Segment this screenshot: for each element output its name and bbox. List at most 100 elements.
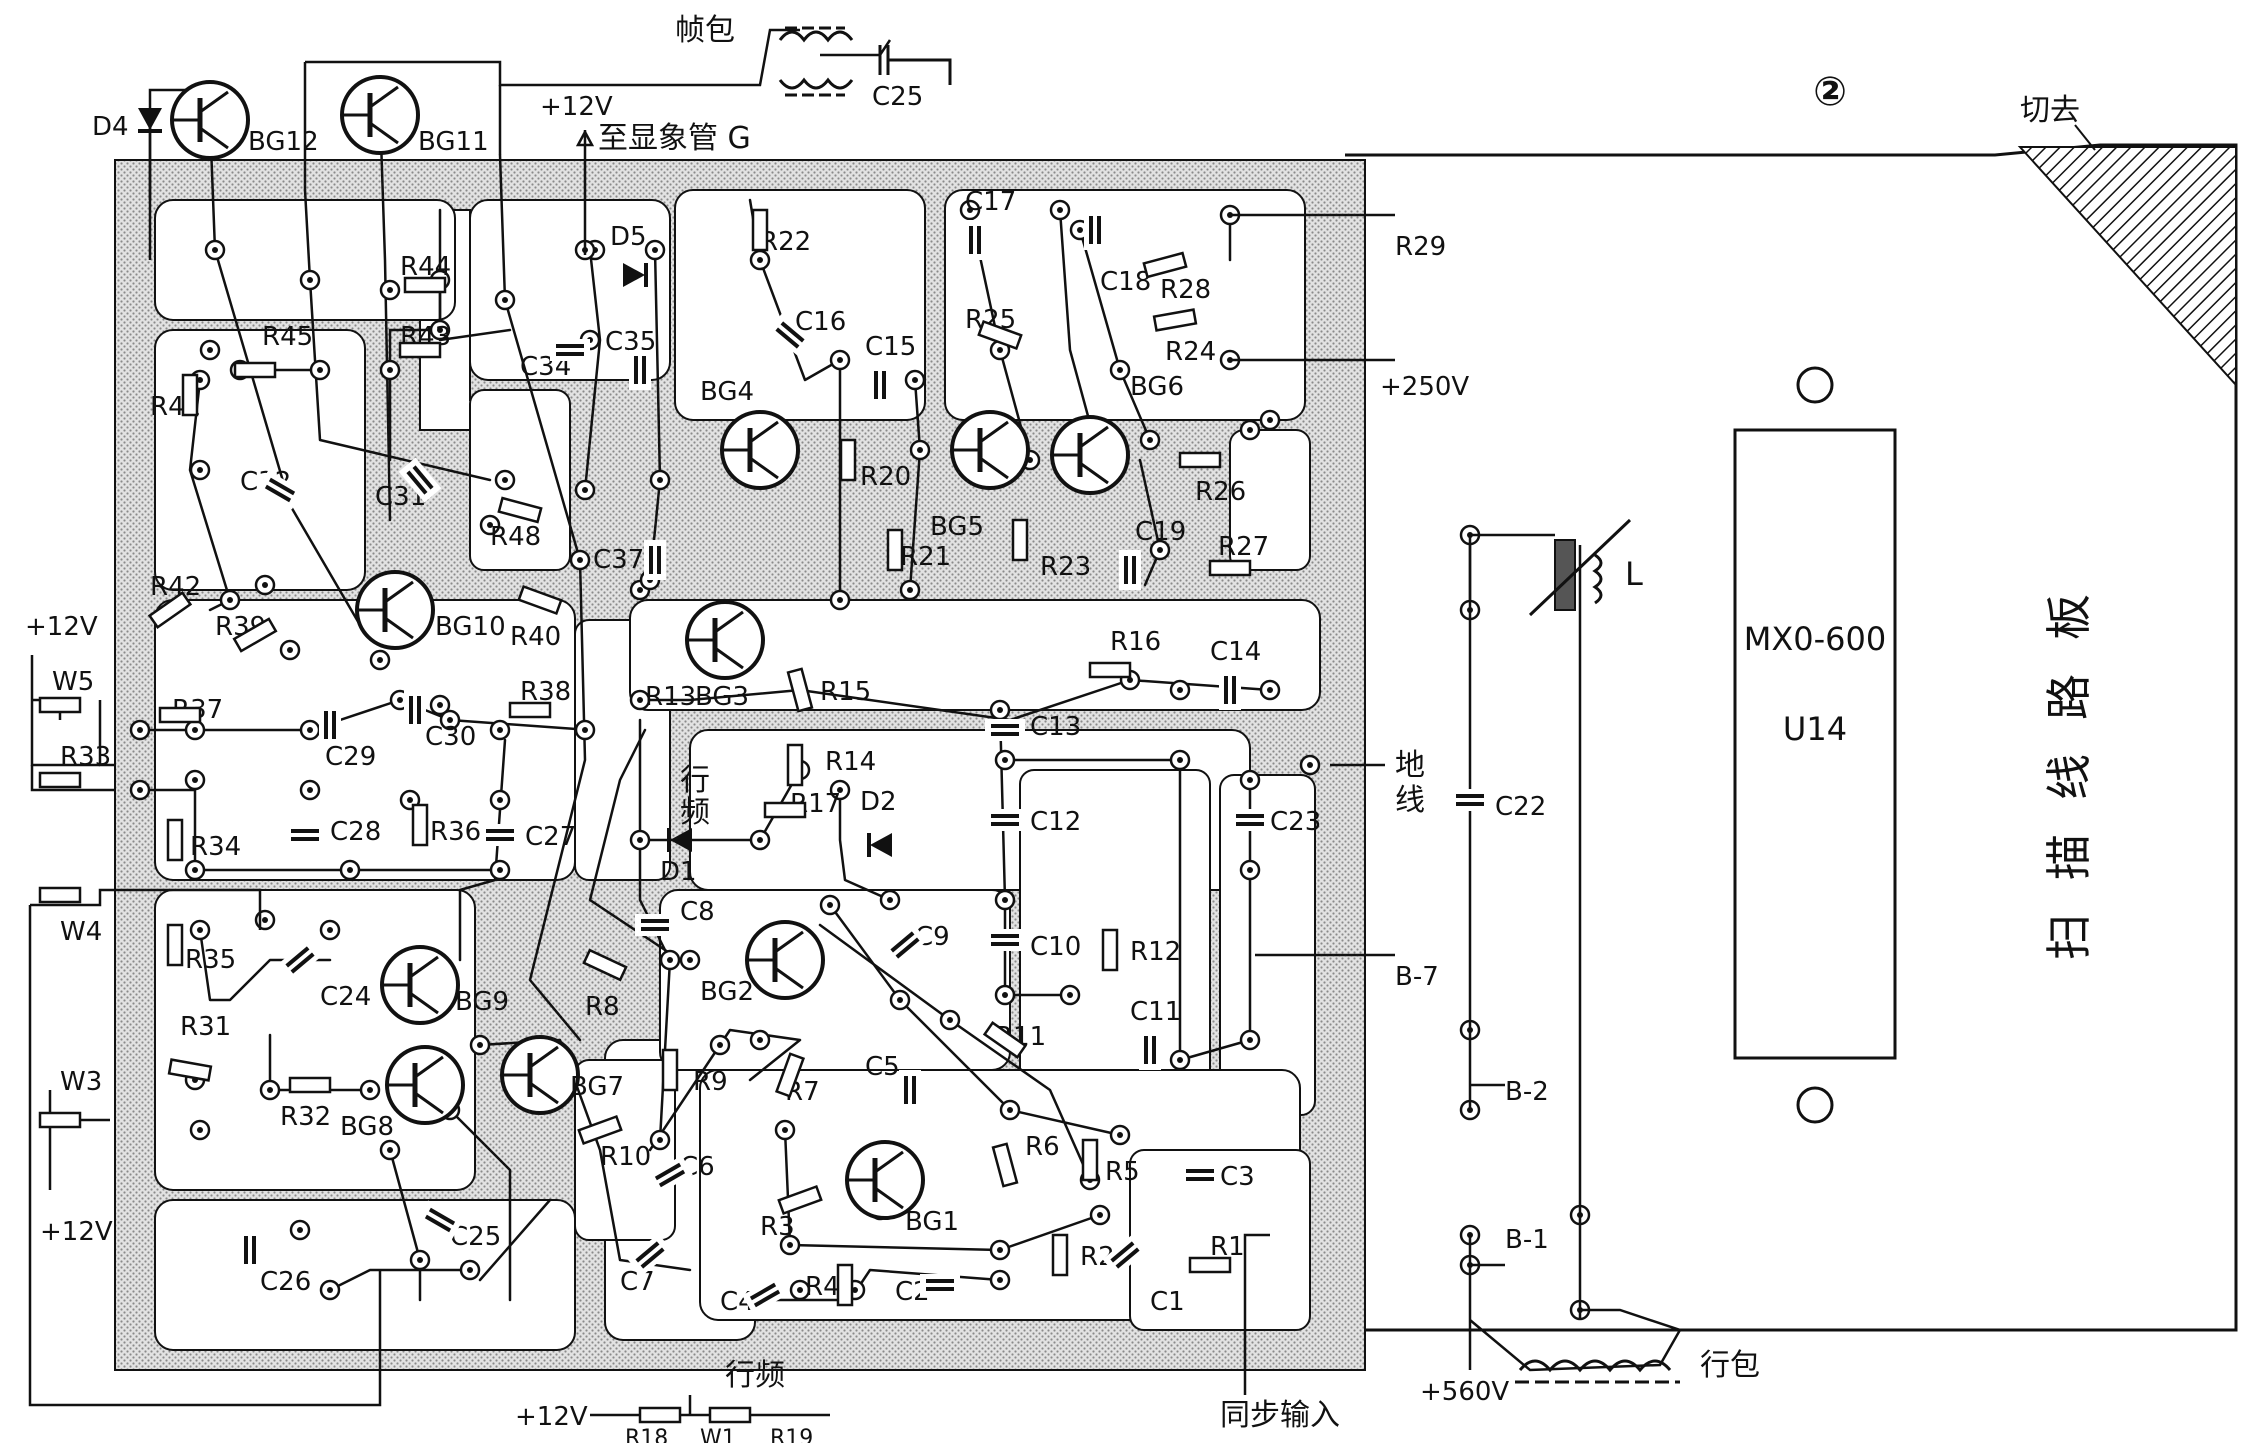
label-capacitors-c22: C22: [1495, 792, 1546, 822]
transistor-bg1: [845, 1140, 925, 1220]
pad-48: [409, 1249, 431, 1271]
label-side_labels-line_coil: 行包: [1700, 1348, 1760, 1383]
resistor-body-44: [38, 696, 82, 714]
pad-104: [779, 1234, 801, 1256]
resistor-body-7: [497, 496, 543, 524]
label-resistors-r23: R23: [1040, 552, 1091, 582]
label-resistors-r40: R40: [510, 622, 561, 652]
transistor-bg7: [500, 1035, 580, 1115]
label-resistors-r10: R10: [600, 1142, 651, 1172]
label-capacitors-c15: C15: [865, 332, 916, 362]
resistor-body-45: [38, 886, 82, 904]
label-transistors-bg9: BG9: [455, 987, 509, 1017]
label-capacitors-c37: C37: [593, 545, 644, 575]
resistor-body-20: [1011, 518, 1029, 562]
capacitor-plates-3: [257, 470, 303, 510]
resistor-body-15: [167, 1058, 213, 1082]
resistor-body-12: [166, 818, 184, 862]
resistor-body-11: [38, 771, 82, 789]
svg-text:描: 描: [2042, 834, 2096, 880]
capacitor-plates-28: [920, 1274, 960, 1296]
pad-77: [1259, 409, 1281, 431]
resistor-body-9: [508, 701, 552, 719]
resistor-body-32: [582, 948, 628, 982]
module-name: MX0-600: [1744, 620, 1887, 658]
pad-66: [959, 199, 981, 221]
label-side_labels-plus560: +560V: [1420, 1377, 1509, 1407]
label-capacitors-c1: C1: [1150, 1287, 1185, 1317]
capacitor-plates-9: [1084, 210, 1106, 250]
resistor-body-13: [411, 803, 429, 847]
pad-114: [789, 1279, 811, 1301]
pad-50: [319, 1279, 341, 1301]
pad-31: [184, 859, 206, 881]
pad-109: [649, 1129, 671, 1151]
label-resistors-r9: R9: [693, 1067, 728, 1097]
trace-28: [783, 1128, 1102, 1252]
cut-corner-hatch: [2017, 146, 2237, 388]
trace-15: [188, 378, 232, 612]
resistor-body-41: [1188, 1256, 1232, 1274]
pad-97: [819, 894, 841, 916]
pad-8: [644, 239, 666, 261]
pad-85: [994, 889, 1016, 911]
pad-84: [994, 749, 1016, 771]
pad-71: [1109, 359, 1131, 381]
pad-16: [189, 459, 211, 481]
resistor-body-10: [158, 706, 202, 724]
label-capacitors-c12: C12: [1030, 807, 1081, 837]
label-resistors-r28: R28: [1160, 275, 1211, 305]
capacitor-plates-14: [985, 929, 1025, 951]
label-resistors-r3: R3: [760, 1212, 795, 1242]
label-transistors-bg7: BG7: [570, 1072, 624, 1102]
label-side_labels-line_freq_w1: 行频: [725, 1358, 785, 1393]
resistor-body-16: [288, 1076, 332, 1094]
capacitor-plates-16: [882, 923, 928, 967]
label-transistors-bg12: BG12: [248, 127, 319, 157]
capacitor-plates-8: [964, 220, 986, 260]
pad-93: [1239, 769, 1261, 791]
capacitor-plates-18: [319, 705, 341, 745]
c25-top-label: C25: [872, 82, 923, 112]
label-diodes-d5: D5: [610, 222, 647, 252]
label-resistors-r21: R21: [900, 542, 951, 572]
diode-symbol-3: [667, 828, 692, 852]
label-pots-w1: W1: [700, 1426, 736, 1443]
resistor-body-18: [839, 438, 857, 482]
diode-symbol-4: [867, 833, 892, 857]
label-resistors-r31: R31: [180, 1012, 231, 1042]
pad-46: [379, 1139, 401, 1161]
pad-19: [279, 639, 301, 661]
resistor-body-36: [991, 1142, 1019, 1188]
pad-65: [899, 579, 921, 601]
mounting-hole-bottom: [1796, 1086, 1834, 1124]
resistor-body-22: [1142, 251, 1188, 279]
pad-43: [259, 1079, 281, 1101]
to-tube-label: 至显象管 G: [598, 121, 751, 156]
resistor-body-4: [181, 373, 199, 417]
label-side_labels-b7: B-7: [1395, 962, 1439, 992]
label-capacitors-c13: C13: [1030, 712, 1081, 742]
transistor-bg3: [685, 600, 765, 680]
pad-54: [574, 479, 596, 501]
capacitor-plates-2: [629, 350, 651, 390]
label-transistors-bg10: BG10: [435, 612, 506, 642]
pad-51: [289, 1219, 311, 1241]
label-resistors-r24: R24: [1165, 337, 1216, 367]
label-side_labels-plus12_left_top: +12V: [25, 612, 98, 642]
capacitor-plates-21: [480, 824, 520, 846]
resistor-body-46: [38, 1111, 82, 1129]
label-resistors-r36: R36: [430, 817, 481, 847]
pad-72: [1139, 429, 1161, 451]
trace-34: [328, 1268, 472, 1292]
label-side_labels-b1: B-1: [1505, 1225, 1549, 1255]
resistor-body-8: [517, 584, 563, 616]
capacitor-plates-33: [1450, 789, 1490, 811]
figure-number: ②: [1813, 69, 1847, 115]
pad-69: [1049, 199, 1071, 221]
label-resistors-r19: R19: [770, 1426, 813, 1443]
label-resistors-r5: R5: [1105, 1157, 1140, 1187]
pad-49: [459, 1259, 481, 1281]
capacitor-plates-7: [869, 365, 891, 405]
